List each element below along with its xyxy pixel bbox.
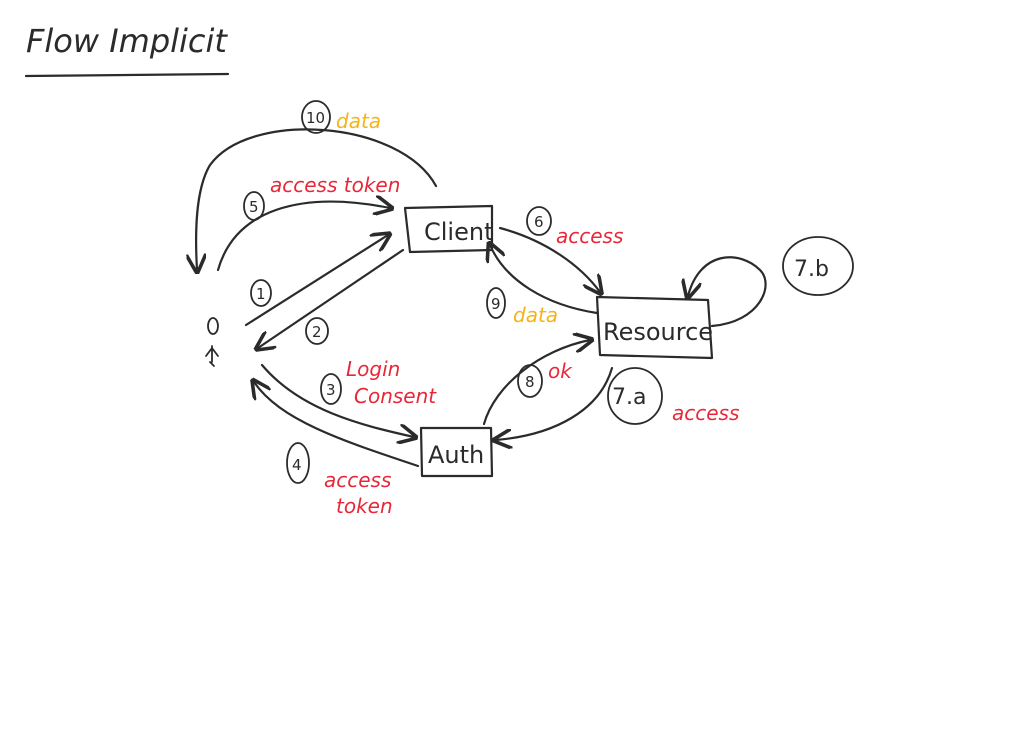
step-8-label: ok (548, 359, 573, 383)
step-6-badge: 6 (526, 206, 552, 236)
arrow-step-2 (258, 248, 405, 348)
svg-text:5: 5 (249, 198, 259, 216)
arrow-step-4 (254, 382, 420, 468)
user-figure (205, 317, 219, 367)
arrow-step-3 (260, 363, 414, 437)
svg-text:8: 8 (525, 373, 535, 391)
auth-node: Auth (419, 426, 494, 478)
page-title: Flow Implicit (26, 22, 228, 60)
step-7a-label: access (672, 401, 739, 425)
resource-node: Resource (595, 295, 714, 360)
arrow-step-8 (482, 340, 590, 426)
svg-text:7.b: 7.b (794, 257, 829, 282)
arrow-step-7b (688, 256, 767, 328)
step-10-badge: 10 (301, 100, 331, 134)
step-8-badge: 8 (517, 364, 543, 398)
svg-text:9: 9 (491, 295, 501, 313)
arrow-step-7a (496, 366, 614, 440)
svg-text:3: 3 (326, 381, 336, 399)
step-3-badge: 3 (320, 373, 342, 405)
arrow-step-5 (216, 202, 390, 272)
step-9-badge: 9 (486, 287, 506, 319)
arrow-step-6 (498, 226, 600, 292)
auth-label: Auth (428, 441, 484, 469)
arrow-step-1 (244, 235, 388, 327)
step-3-label-line2: Consent (354, 384, 437, 408)
step-6-label: access (556, 224, 623, 248)
step-2-badge: 2 (305, 317, 329, 345)
step-7b-badge: 7.b (782, 236, 854, 296)
title-underline (24, 72, 230, 78)
client-node: Client (403, 204, 493, 254)
step-7a-badge: 7.a (607, 367, 663, 425)
arrow-step-10 (196, 128, 438, 270)
step-3-label-line1: Login (346, 357, 400, 381)
step-5-label: access token (270, 173, 400, 197)
svg-text:2: 2 (312, 323, 322, 341)
svg-text:6: 6 (534, 213, 544, 231)
step-4-label-line1: access (324, 468, 391, 492)
arrow-step-9 (490, 245, 599, 315)
step-4-label-line2: token (336, 494, 393, 518)
svg-text:4: 4 (292, 456, 302, 474)
step-1-badge: 1 (250, 279, 272, 307)
client-label: Client (424, 218, 493, 246)
svg-text:10: 10 (306, 109, 325, 127)
step-10-label: data (336, 109, 381, 133)
step-5-badge: 5 (243, 191, 265, 221)
svg-text:7.a: 7.a (612, 385, 646, 410)
step-9-label: data (513, 303, 558, 327)
svg-text:1: 1 (256, 285, 266, 303)
step-4-badge: 4 (286, 442, 310, 484)
resource-label: Resource (603, 318, 713, 346)
